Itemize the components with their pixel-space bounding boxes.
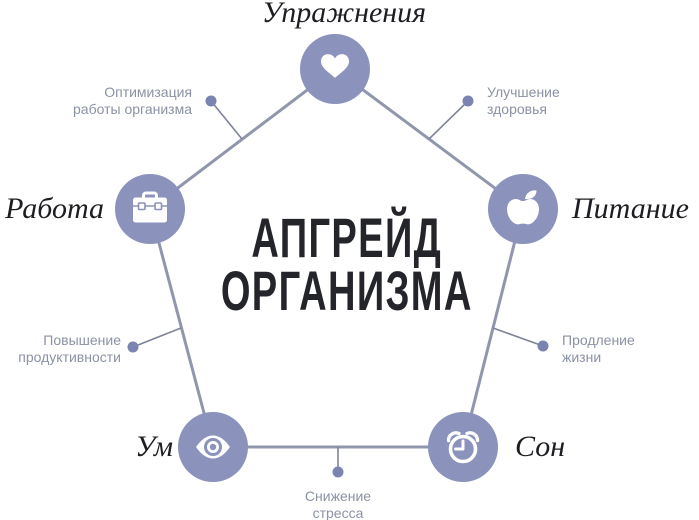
edge-label-productivity-line2: продуктивности (18, 349, 121, 365)
edge-label-health: Улучшение здоровья (487, 84, 560, 118)
diagram-title: АПГРЕЙД ОРГАНИЗМА (109, 206, 584, 322)
connector-health (428, 100, 469, 140)
dot-life (537, 340, 549, 352)
edge-label-optimization-line2: работы организма (73, 101, 192, 117)
edge-label-life-line2: жизни (562, 349, 602, 365)
diagram-title-line2: ОРГАНИЗМА (220, 259, 473, 322)
edge-label-productivity-line1: Повышение (43, 332, 121, 348)
briefcase-icon (133, 191, 167, 223)
eye-icon (196, 435, 230, 459)
dot-health (462, 95, 474, 107)
edge-label-stress: Снижение стресса (278, 488, 398, 520)
connector-optimization (210, 100, 243, 140)
edge-label-health-line2: здоровья (487, 101, 547, 117)
dot-stress (332, 466, 344, 478)
edge-label-optimization: Оптимизация работы организма (73, 84, 192, 118)
apple-icon (507, 190, 539, 225)
dot-optimization (205, 95, 217, 107)
node-label-exercise: Упражнения (261, 0, 427, 29)
node-sleep (428, 412, 498, 482)
alarm-clock-icon (446, 431, 480, 464)
edge-work-mind (148, 208, 215, 448)
edge-label-stress-line2: стресса (312, 505, 364, 520)
edge-label-health-line1: Улучшение (487, 84, 560, 100)
node-mind (178, 412, 248, 482)
edge-exercise-work (149, 67, 336, 211)
diagram-title-line1: АПГРЕЙД (251, 206, 443, 269)
connector-life (492, 327, 544, 347)
edge-label-optimization-line1: Оптимизация (104, 84, 192, 100)
node-exercise (300, 34, 370, 104)
edge-label-life-line1: Продление (562, 332, 635, 348)
node-label-sleep: Сон (515, 430, 566, 463)
node-work (115, 174, 185, 244)
connector-productivity (132, 327, 182, 348)
node-label-mind: Ум (135, 430, 173, 463)
edge-label-life: Продление жизни (562, 332, 635, 366)
edge-label-stress-line1: Снижение (304, 488, 372, 504)
heart-icon (321, 54, 349, 78)
dot-productivity (127, 341, 139, 353)
node-label-work: Работа (5, 192, 104, 225)
node-nutrition (488, 174, 558, 244)
node-label-nutrition: Питание (572, 192, 689, 225)
edge-label-productivity: Повышение продуктивности (18, 332, 121, 366)
